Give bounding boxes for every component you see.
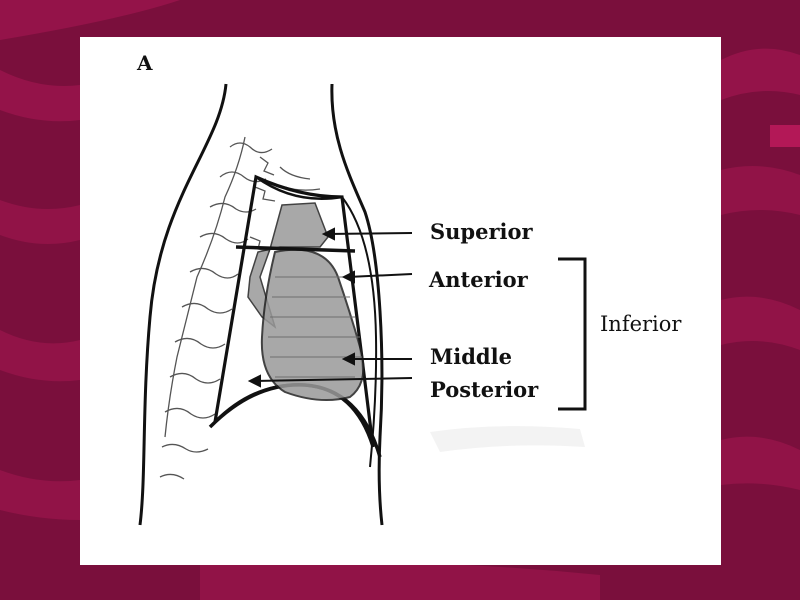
label-posterior: Posterior (430, 377, 539, 402)
heart-shading (260, 248, 365, 401)
inferior-bracket (558, 257, 587, 411)
heart-pattern (268, 276, 362, 378)
spine-sketch (159, 136, 321, 480)
leader-arrows (247, 227, 413, 388)
anterior-body-contour (330, 83, 384, 526)
posterior-body-contour (138, 83, 228, 526)
panel-letter: A (137, 51, 153, 75)
thoracic-inlet-line (255, 175, 343, 201)
mediastinum-diagram (138, 83, 587, 526)
label-anterior: Anterior (429, 267, 528, 292)
superior-inferior-divider (235, 245, 356, 253)
label-superior: Superior (430, 219, 533, 244)
label-inferior: Inferior (600, 312, 682, 336)
diagram-panel: A Superior Anterior Inferior Middle Post… (80, 37, 721, 565)
label-middle: Middle (430, 344, 512, 369)
